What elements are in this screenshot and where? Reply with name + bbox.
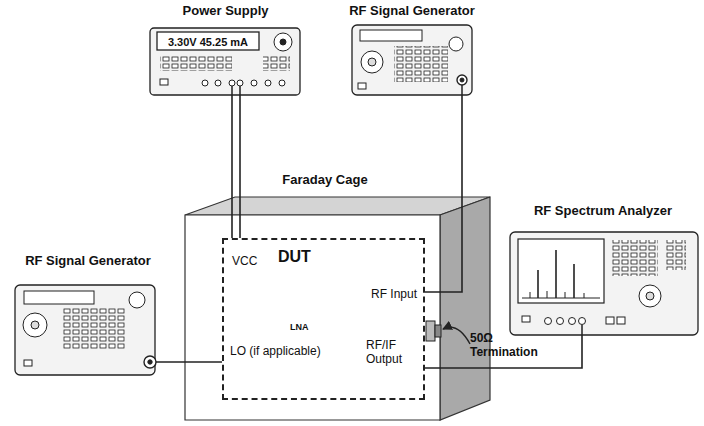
termination-label: 50Ω Termination [470,331,554,359]
instrument-title: Power Supply [148,3,303,19]
signal-generator-instrument-part [461,85,463,95]
faraday-cage-part [440,197,490,420]
signal-generator-instrument-part [24,291,94,304]
pin-label: VCC [232,254,257,268]
instrument-title: RF Spectrum Analyzer [506,203,700,219]
signal-generator-instrument [15,285,168,375]
spectrum-analyzer-instrument-part [510,232,698,335]
power-supply-instrument-part [215,80,221,86]
cable-line [239,95,241,238]
pin-label: RF Input [371,287,417,301]
leader-arrow [443,327,470,344]
node-text: DUT [278,248,311,266]
power-supply-instrument-part [202,80,208,86]
instrument-title: RF Signal Generator [8,253,168,269]
signal-generator-instrument-part [24,360,32,366]
spectrum-analyzer-instrument-part [612,240,658,276]
power-supply-instrument-part [231,86,233,95]
power-supply-instrument-part [274,33,292,51]
cable [232,95,240,238]
spectrum-analyzer-instrument-part [569,318,576,325]
instrument-title: RF Signal Generator [338,3,486,19]
spectrum-analyzer-instrument-part [555,250,557,298]
spectrum-analyzer-instrument-part [639,285,661,307]
spectrum-analyzer-instrument-part [518,239,604,303]
spectrum-analyzer-instrument-part [584,293,585,298]
signal-generator: RF Signal Generator [338,3,486,95]
spectrum-analyzer-instrument-part [565,292,566,298]
signal-generator-instrument-part [457,75,467,85]
spectrum-analyzer: RF Spectrum Analyzer [506,203,700,335]
signal-generator-instrument-part [352,25,472,95]
signal-generator-instrument-part [460,78,464,82]
power-supply-instrument-part [279,80,285,86]
signal-generator-instrument-part [129,292,145,308]
termination-plug [426,321,441,341]
signal-generator-instrument-part [156,361,168,363]
spectrum-analyzer-instrument [510,232,698,335]
spectrum-analyzer-instrument-part [617,317,625,324]
cable [425,95,462,292]
power-supply-instrument-part [280,39,286,45]
faraday-cage-part [185,215,440,420]
part-label: LNA [290,322,309,332]
power-supply-instrument-part [160,79,168,85]
spectrum-analyzer-instrument-part [573,264,575,298]
spectrum-analyzer-instrument-part [522,316,530,322]
faraday-cage-part [185,197,490,215]
spectrum-analyzer-instrument-part [606,317,614,324]
power-supply-instrument-part [251,80,257,86]
pin-label: LO (if applicable) [230,344,322,358]
cable [168,362,222,363]
spectrum-analyzer-instrument-part [537,270,539,298]
signal-generator-instrument-part [449,37,463,51]
signal-generator-instrument-part [368,58,376,66]
spectrum-analyzer-instrument-part [581,325,583,335]
signal-generator-instrument-part [23,313,47,337]
power-supply-instrument-part [239,86,241,95]
signal-generator-instrument-part [31,321,39,329]
spectrum-analyzer-instrument-part [646,292,654,300]
power-supply-instrument-part [150,28,300,95]
cable-line [168,361,222,363]
faraday-cage: Faraday CageDUT VCC RF InputLNA LO (if appl… [185,172,490,420]
spectrum-analyzer-instrument-part [557,318,564,325]
instrument-title: Faraday Cage [245,172,405,188]
dut-box: DUT VCC RF InputLNA LO (if applicable) RF/IF… [222,238,425,400]
termination-plug-part [426,321,435,341]
power-supply-instrument-part [263,56,290,71]
cable-line [231,95,233,238]
signal-generator: RF Signal Generator [8,253,168,375]
power-supply-instrument-part [157,32,259,50]
faraday-cage [185,197,490,420]
spectrum-analyzer-instrument-part [547,291,548,298]
termination-plug-part [435,325,441,337]
power-supply-instrument-part [237,80,243,86]
spectrum-analyzer-instrument-part [666,240,686,270]
signal-generator-instrument-part [144,356,156,368]
signal-generator-instrument-part [360,30,422,41]
spectrum-analyzer-instrument-part [522,298,600,299]
node-text: 3.30V 45.25 mA [157,33,259,51]
signal-generator-instrument-part [15,285,155,375]
signal-generator-instrument-part [148,360,152,364]
signal-generator-instrument [352,25,472,95]
power-supply: Power Supply 3.30V 45.25 mA [148,3,303,95]
spectrum-analyzer-instrument-part [579,318,586,325]
spectrum-analyzer-instrument-part [530,292,531,298]
power-supply-instrument [150,28,300,95]
power-supply-instrument-part [229,80,235,86]
cable-line [425,95,462,292]
pin-label: RF/IF Output [366,338,420,366]
signal-generator-instrument-part [394,46,448,82]
power-supply-instrument-part [265,80,271,86]
spectrum-analyzer-instrument-part [545,318,552,325]
signal-generator-instrument-part [62,308,125,350]
signal-generator-instrument-part [361,51,383,73]
power-supply-instrument-part [160,56,232,71]
signal-generator-instrument-part [358,83,366,89]
